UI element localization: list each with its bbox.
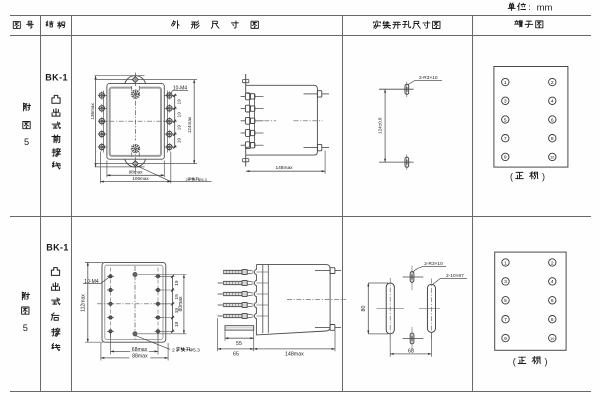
svg-text:106max: 106max [132,176,149,181]
svg-text:5: 5 [504,298,507,304]
svg-text:148max: 148max [275,165,293,171]
svg-text:10: 10 [550,337,554,341]
svg-text:2: 2 [172,347,175,353]
svg-text:2: 2 [551,260,554,266]
svg-text:4: 4 [551,99,554,105]
svg-text:2: 2 [551,80,554,86]
svg-text:6: 6 [551,298,554,304]
svg-text:2-10×87: 2-10×87 [446,273,464,279]
svg-text:7: 7 [504,136,507,142]
svg-text:136max: 136max [90,103,95,120]
svg-text:BK-1: BK-1 [46,243,69,253]
svg-text::: : [528,2,530,12]
svg-text:55: 55 [236,341,242,347]
svg-text:19: 19 [176,138,181,144]
svg-text:2: 2 [185,178,187,182]
svg-text:19: 19 [174,308,179,314]
svg-text:68max: 68max [132,347,148,353]
svg-text:5: 5 [24,137,29,147]
svg-text:68: 68 [408,348,414,354]
svg-text:10: 10 [550,156,554,160]
svg-text:Φ5.3: Φ5.3 [198,178,206,182]
svg-text:3: 3 [504,99,507,105]
svg-text:19: 19 [176,99,181,105]
svg-text:80: 80 [361,306,367,312]
svg-text:5: 5 [504,117,507,123]
svg-text:2-R3×10: 2-R3×10 [419,75,438,81]
svg-text:65: 65 [233,352,239,358]
svg-text:80max: 80max [178,296,184,312]
svg-text:6: 6 [551,117,554,123]
svg-text:19: 19 [176,125,181,131]
svg-text:(: ( [510,172,513,182]
svg-text:19: 19 [174,321,179,327]
svg-text:19: 19 [176,112,181,118]
svg-text:10-M4: 10-M4 [84,279,99,285]
svg-text:BK-1: BK-1 [45,73,68,83]
svg-text:98max: 98max [129,169,143,174]
svg-text:124±0.8: 124±0.8 [377,117,382,134]
svg-text:112max: 112max [80,294,86,312]
svg-text:3: 3 [504,279,507,285]
svg-text:88max: 88max [132,354,148,360]
svg-text:Φ5.3: Φ5.3 [189,347,200,353]
svg-text:2-R3×10: 2-R3×10 [424,261,443,267]
svg-text:1: 1 [504,80,507,86]
svg-text:9: 9 [504,155,507,161]
svg-text:9: 9 [504,336,507,342]
svg-text:8: 8 [551,317,554,323]
svg-text:7: 7 [504,317,507,323]
svg-text:10-M4: 10-M4 [173,86,187,92]
svg-text:): ) [542,172,545,182]
svg-text:): ) [545,356,548,366]
svg-text:(: ( [513,356,516,366]
svg-text:5: 5 [23,323,28,333]
svg-text:19: 19 [174,280,179,286]
svg-text:19: 19 [174,294,179,300]
svg-text:148max: 148max [285,351,304,357]
svg-text:1: 1 [504,260,507,266]
svg-text:4: 4 [551,279,554,285]
svg-text:124max: 124max [187,116,192,133]
svg-text:mm: mm [537,2,553,13]
svg-text:8: 8 [551,136,554,142]
